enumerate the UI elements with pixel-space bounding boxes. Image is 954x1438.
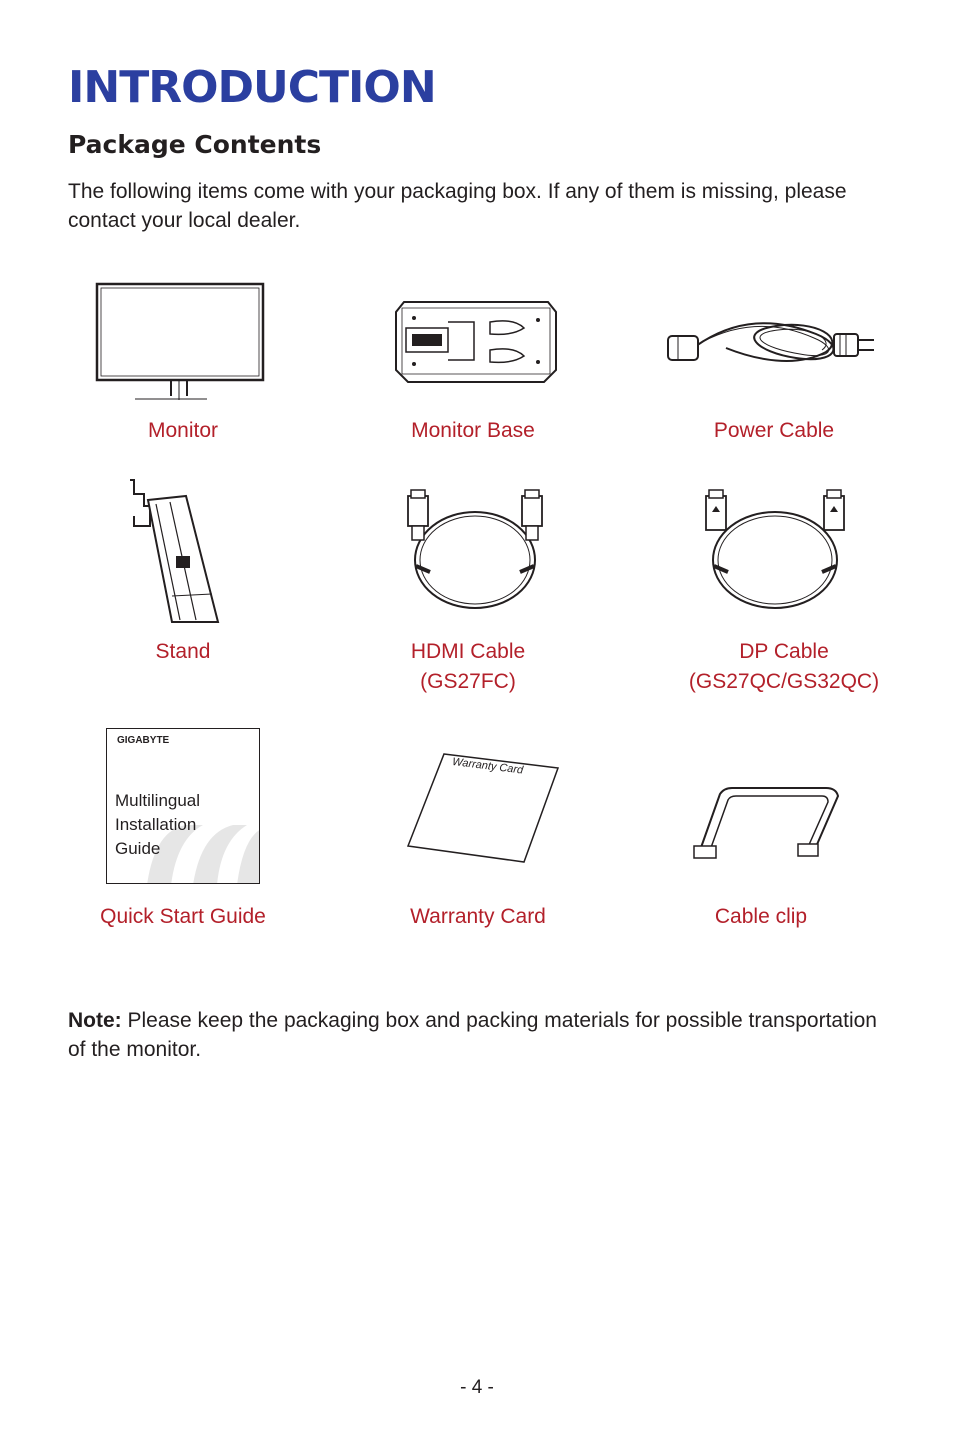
page-number: - 4 - — [460, 1377, 494, 1398]
cable-clip-icon — [693, 787, 840, 859]
label-stand: Stand — [155, 640, 211, 663]
page-title: INTRODUCTION — [68, 62, 437, 113]
dp-cable-name: DP Cable — [739, 640, 829, 663]
guide-brand: GIGABYTE — [117, 735, 170, 746]
guide-title: Multilingual Installation Guide — [115, 789, 200, 861]
intro-paragraph: The following items come with your packa… — [68, 180, 847, 232]
guide-line-2: Installation — [115, 815, 197, 834]
guide-line-3: Guide — [115, 839, 161, 858]
label-hdmi-cable: HDMI Cable (GS27FC) — [318, 637, 618, 697]
warranty-card-icon — [406, 753, 560, 863]
label-quick-start-guide: Quick Start Guide — [100, 905, 266, 928]
note-text: Please keep the packaging box and packin… — [68, 1009, 877, 1061]
guide-line-1: Multilingual — [115, 791, 201, 810]
label-cable-clip: Cable clip — [714, 905, 808, 928]
quick-start-guide-icon: GIGABYTE Multilingual Installation Guide — [106, 728, 260, 884]
dp-cable-icon — [705, 489, 845, 609]
label-power-cable: Power Cable — [713, 419, 835, 442]
power-cable-icon — [667, 322, 874, 362]
stand-icon — [130, 479, 220, 623]
note-lead: Note: — [68, 1009, 122, 1032]
guide-decoration — [147, 825, 259, 883]
monitor-base-icon — [395, 301, 557, 383]
hdmi-cable-model: (GS27FC) — [420, 670, 516, 693]
note: Note: Please keep the packaging box and … — [68, 1006, 888, 1064]
dp-cable-models: (GS27QC/GS32QC) — [688, 670, 880, 693]
label-monitor-base: Monitor Base — [411, 419, 535, 442]
hdmi-cable-icon — [407, 489, 543, 609]
label-warranty-card: Warranty Card — [410, 905, 546, 928]
monitor-icon — [95, 282, 265, 400]
label-dp-cable: DP Cable (GS27QC/GS32QC) — [634, 637, 934, 697]
label-monitor: Monitor — [147, 419, 219, 442]
section-title: Package Contents — [68, 130, 322, 159]
hdmi-cable-name: HDMI Cable — [410, 640, 526, 663]
